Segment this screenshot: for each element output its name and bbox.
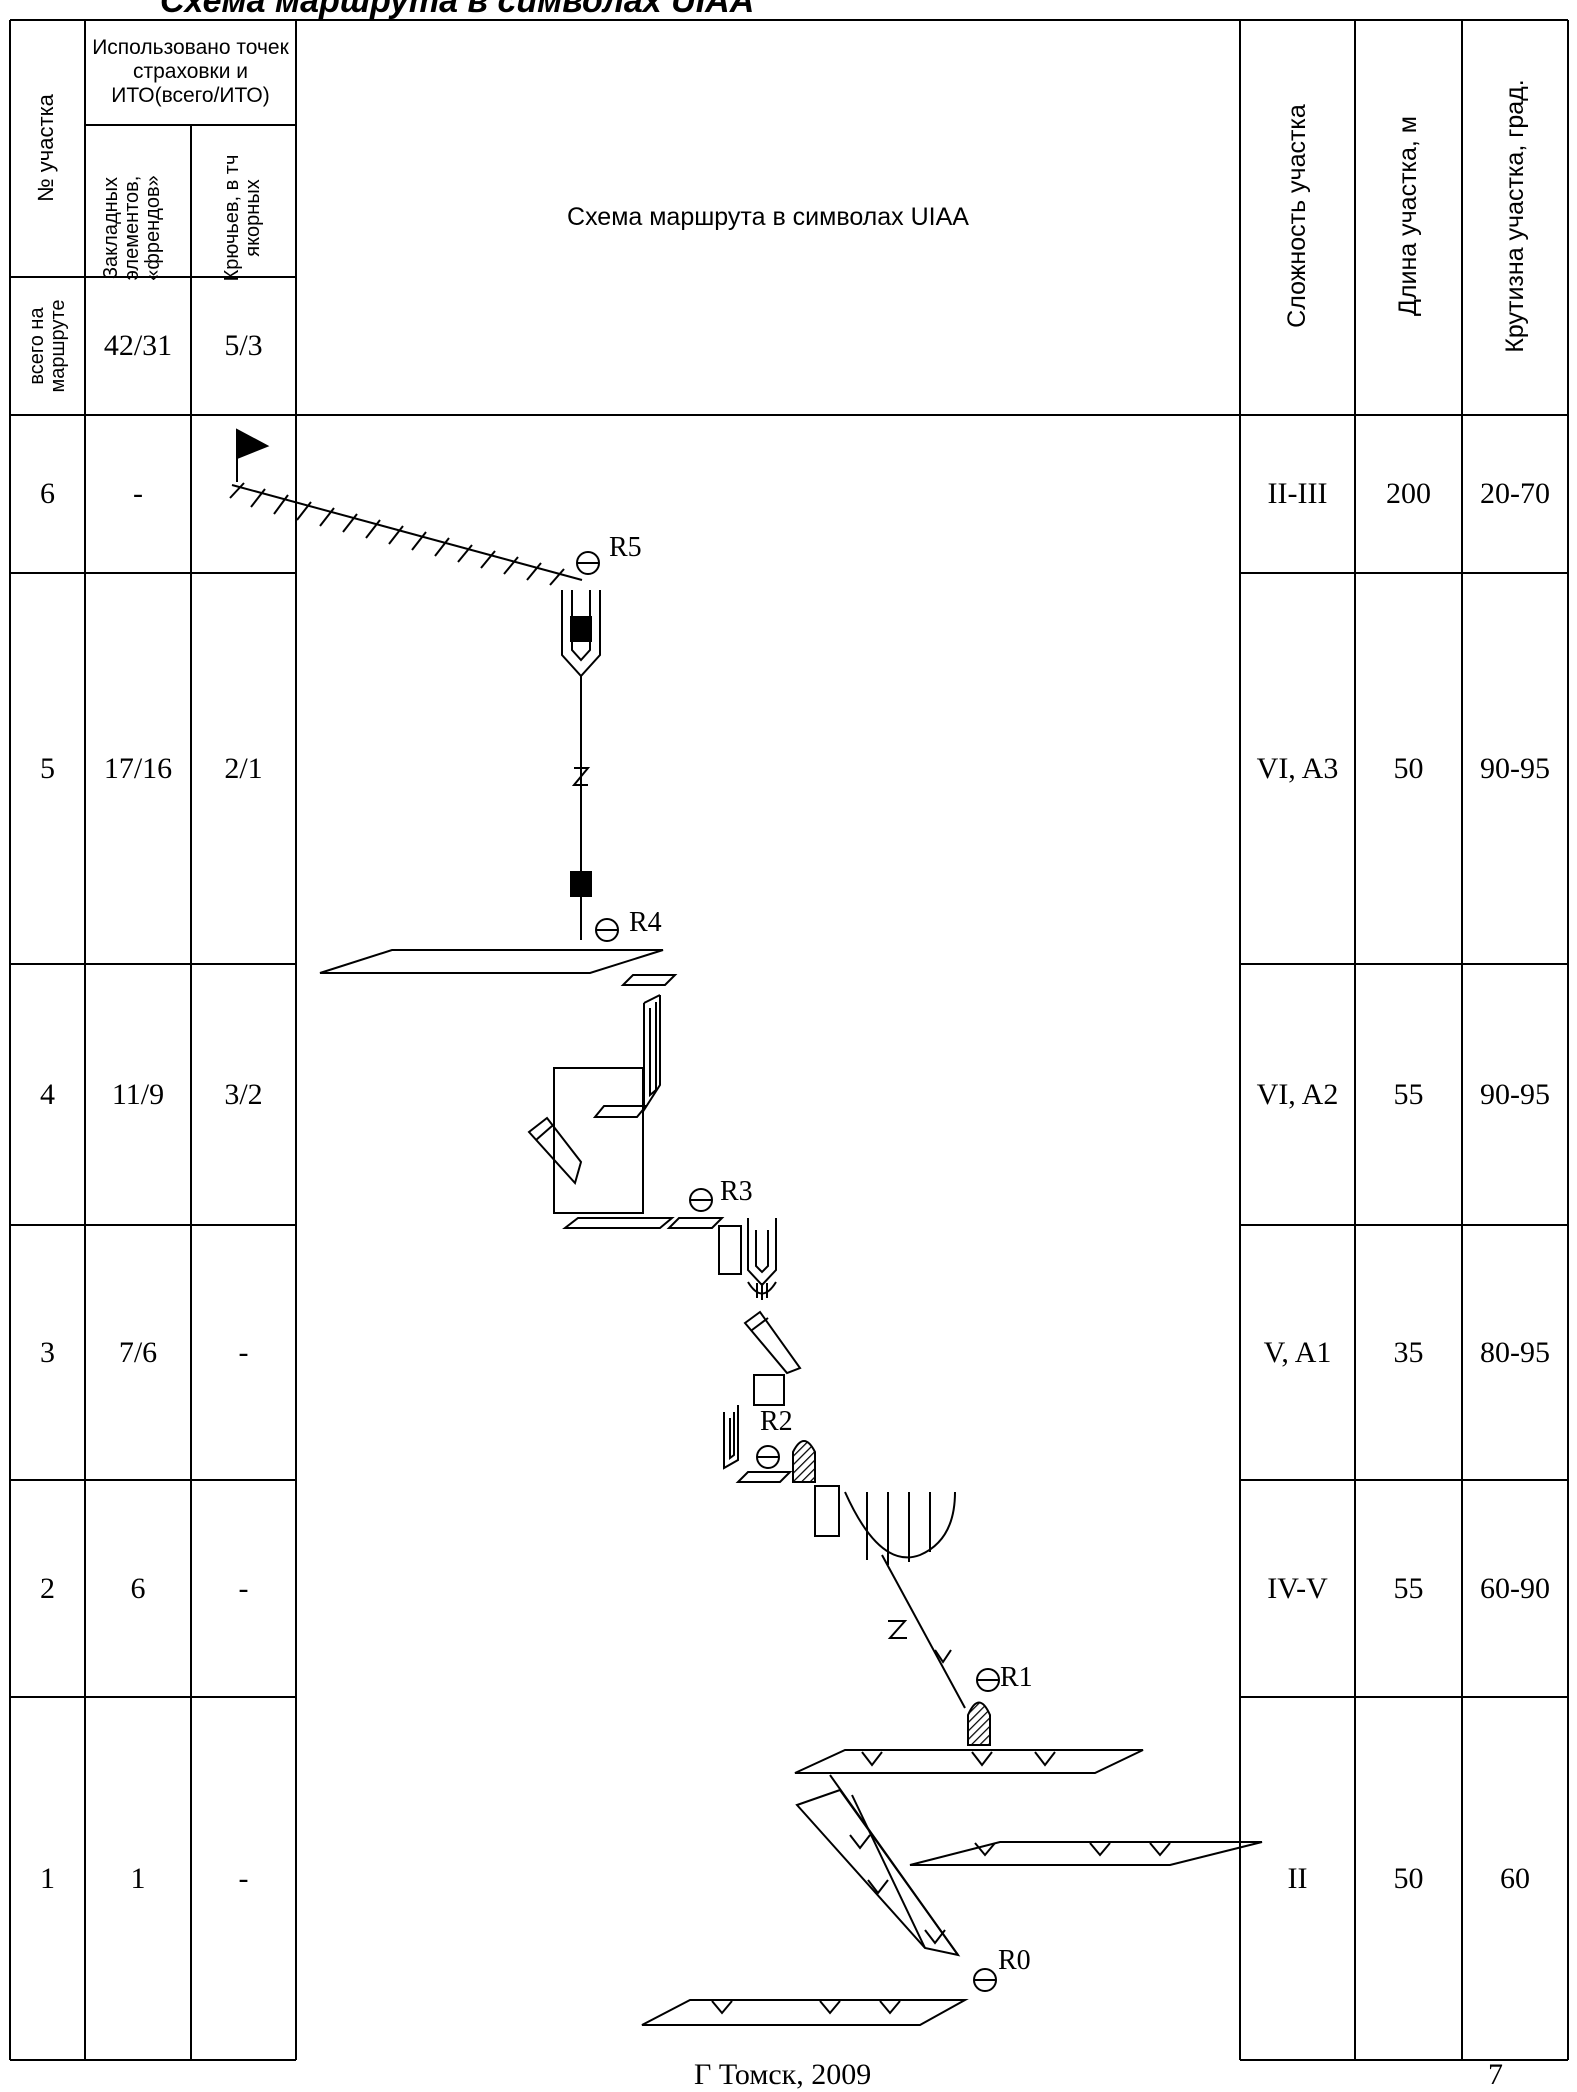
belay-station-icon — [756, 1445, 780, 1469]
ledge-icon — [666, 1217, 725, 1229]
row-6-steepness: 20-70 — [1480, 477, 1550, 510]
label-r3: R3 — [720, 1176, 753, 1207]
total-nuts: 42/31 — [103, 329, 173, 362]
row-6-difficulty: II-III — [1267, 477, 1328, 510]
row-5-steepness: 90-95 — [1480, 751, 1550, 785]
row-1-nuts: 1 — [130, 1861, 146, 1895]
crack-icon — [643, 994, 661, 1114]
ledge-icon — [319, 949, 664, 974]
label-r2: R2 — [760, 1406, 793, 1437]
row-4-pitons: 3/2 — [224, 1077, 263, 1111]
row-4-difficulty: VI, A2 — [1256, 1077, 1339, 1111]
row-4-steepness: 90-95 — [1480, 1077, 1550, 1111]
row-4-length: 55 — [1393, 1077, 1424, 1111]
chimney-icon — [553, 1067, 644, 1214]
ledge-icon — [735, 1471, 793, 1483]
row-6-nuts: - — [133, 477, 143, 510]
row-5-nuts: 17/16 — [103, 751, 173, 785]
belay-station-icon — [689, 1188, 713, 1212]
scree-icon — [794, 1749, 1144, 1774]
crack-icon — [743, 1310, 802, 1375]
row-6-no: 6 — [40, 477, 55, 510]
bolt-icon — [570, 616, 592, 642]
row-2-pitons: - — [238, 1571, 249, 1605]
row-4-nuts: 11/9 — [111, 1077, 165, 1111]
label-r0: R0 — [998, 1945, 1031, 1976]
label-r1: R1 — [1000, 1662, 1033, 1693]
page-number: 7 — [1488, 2058, 1503, 2091]
ledge-icon — [620, 974, 678, 986]
row-1-pitons: - — [238, 1861, 249, 1895]
row-1-steepness: 60 — [1500, 1861, 1530, 1895]
row-5-difficulty: VI, A3 — [1256, 751, 1339, 785]
summit-flag-icon — [236, 428, 270, 482]
scree-icon — [934, 1649, 952, 1664]
row-2-length: 55 — [1393, 1571, 1424, 1605]
block-icon — [753, 1374, 785, 1406]
pillar-icon — [792, 1440, 816, 1483]
row-5-length: 50 — [1393, 751, 1424, 785]
total-pitons: 5/3 — [224, 329, 263, 362]
crack-icon — [723, 1405, 739, 1470]
block-icon — [814, 1485, 840, 1537]
hard-move-icon — [571, 767, 591, 786]
row-2-nuts: 6 — [130, 1571, 146, 1605]
header-used-points: Использовано точек страховки и ИТО(всего… — [92, 35, 289, 108]
scree-icon — [641, 1999, 969, 2026]
ledge-icon — [592, 1105, 649, 1118]
ridge-icon — [229, 482, 583, 586]
row-2-no: 2 — [40, 1571, 55, 1605]
row-2-steepness: 60-90 — [1480, 1571, 1550, 1605]
pillar-icon — [967, 1701, 991, 1746]
row-3-pitons: - — [238, 1335, 249, 1369]
row-2-difficulty: IV-V — [1267, 1571, 1328, 1605]
row-3-no: 3 — [40, 1335, 55, 1369]
crack-icon — [527, 1116, 583, 1186]
row-1-no: 1 — [40, 1861, 55, 1895]
row-3-nuts: 7/6 — [118, 1335, 158, 1369]
header-scheme: Схема маршрута в символах UIAA — [567, 203, 969, 231]
row-3-length: 35 — [1393, 1335, 1424, 1369]
bolt-icon — [570, 871, 592, 897]
row-6-length: 200 — [1386, 477, 1431, 510]
row-4-no: 4 — [40, 1077, 55, 1111]
row-3-steepness: 80-95 — [1480, 1335, 1550, 1369]
ledge-icon — [562, 1217, 675, 1229]
belay-station-icon — [976, 1668, 1000, 1692]
crack-icon — [747, 1218, 777, 1287]
hard-move-icon — [887, 1620, 908, 1639]
belay-station-icon — [595, 918, 619, 942]
footer-city-year: Г Томск, 2009 — [694, 2058, 872, 2091]
belay-station-icon — [576, 551, 600, 575]
couloir-icon — [795, 1774, 961, 1957]
label-r4: R4 — [629, 907, 662, 938]
label-r5: R5 — [609, 532, 642, 563]
row-5-pitons: 2/1 — [224, 751, 263, 785]
block-icon — [718, 1225, 742, 1275]
overhang-icon — [844, 1491, 956, 1559]
row-3-difficulty: V, A1 — [1263, 1335, 1332, 1369]
belay-station-icon — [973, 1968, 997, 1992]
row-1-length: 50 — [1393, 1861, 1424, 1895]
page-title: Схема маршрута в символах UIAA — [160, 0, 755, 20]
row-1-difficulty: II — [1287, 1861, 1308, 1895]
row-5-no: 5 — [40, 751, 55, 785]
scree-icon — [909, 1841, 1263, 1866]
